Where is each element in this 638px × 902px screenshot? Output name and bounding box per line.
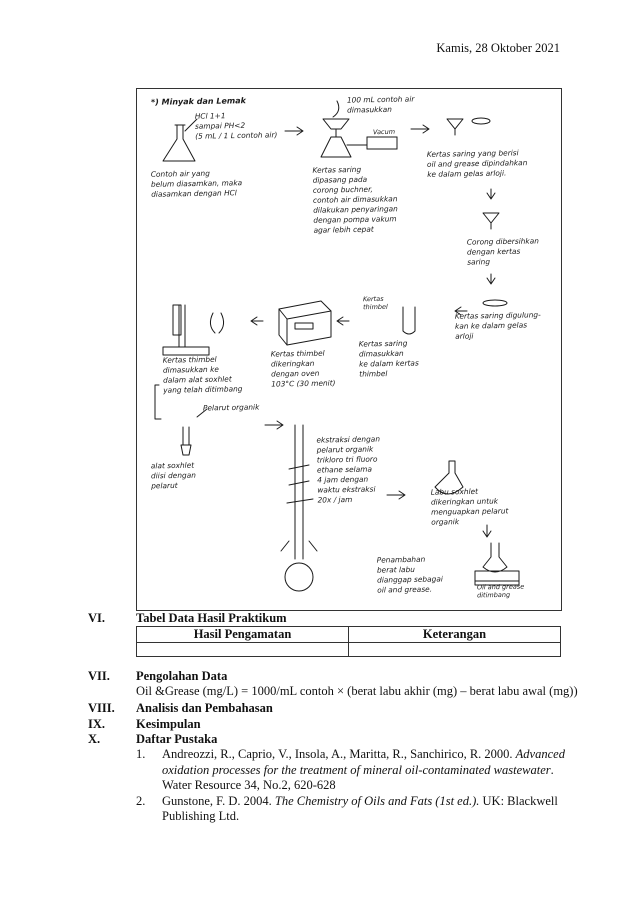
note-dry-flask: Labu soxhlet dikeringkan untuk menguapka…	[430, 486, 509, 527]
note-filter-setup: Kertas saring dipasang pada corong buchn…	[312, 164, 398, 235]
buchner-filtration-drawing	[320, 100, 398, 158]
section-title: Pengolahan Data	[136, 669, 228, 683]
funnel-watchglass-drawing	[446, 117, 491, 136]
table-cell	[348, 642, 561, 657]
arrow-3	[486, 188, 496, 200]
table-header-notes: Keterangan	[348, 626, 561, 643]
note-thimbel-soxhlet: Kertas thimbel dimasukkan ke dalam alat …	[162, 354, 243, 395]
reference-item: 2. Gunstone, F. D. 2004. The Chemistry o…	[136, 794, 566, 825]
extraction-apparatus-drawing	[280, 424, 318, 592]
table-header-row: Hasil Pengamatan Keterangan	[136, 626, 561, 643]
note-100ml: 100 mL contoh air dimasukkan	[346, 94, 415, 115]
table-row	[136, 642, 561, 657]
section-title: Analisis dan Pembahasan	[136, 701, 273, 715]
note-weight-gain: Penambahan berat labu dianggap sebagai o…	[376, 554, 443, 595]
arrow-2	[410, 124, 430, 134]
section-title: Tabel Data Hasil Praktikum	[136, 611, 287, 625]
reference-source: . Water Resource 34, No.2, 620-628	[162, 762, 554, 793]
final-balance-drawing	[474, 542, 520, 586]
section-number: VII.	[88, 669, 110, 683]
section-number: VI.	[88, 611, 106, 625]
note-oven: Kertas thimbel dikeringkan dengan oven 1…	[270, 348, 336, 389]
oil-grease-formula: Oil &Grease (mg/L) = 1000/mL contoh × (b…	[136, 684, 578, 698]
reference-item: 1. Andreozzi, R., Caprio, V., Insola, A.…	[136, 747, 566, 794]
reference-list: 1. Andreozzi, R., Caprio, V., Insola, A.…	[136, 747, 566, 825]
arrow-7	[250, 316, 264, 326]
note-filter-roll: Kertas saring digulung- kan ke dalam gel…	[454, 310, 541, 341]
arrow-8	[264, 420, 284, 430]
note-sample: Contoh air yang belum diasamkan, maka di…	[150, 168, 243, 199]
round-flask-drawing	[434, 460, 464, 495]
note-funnel-clean: Corong dibersihkan dengan kertas saring	[466, 236, 539, 267]
section-number: X.	[88, 732, 101, 746]
page-date: Kamis, 28 Oktober 2021	[436, 41, 560, 55]
reference-number: 1.	[136, 747, 146, 761]
note-filter-move: Kertas saring yang berisi oil and grease…	[426, 148, 528, 179]
arrow-9	[386, 490, 406, 500]
reference-source: UK: Blackwell Publishing Ltd.	[162, 793, 558, 824]
note-solvent: Pelarut organik	[202, 402, 260, 413]
observation-table: Hasil Pengamatan Keterangan	[136, 626, 561, 657]
reference-authors: Andreozzi, R., Caprio, V., Insola, A., M…	[162, 747, 516, 761]
arrow-4	[486, 273, 496, 285]
oven-drawing	[278, 300, 332, 346]
section-title: Daftar Pustaka	[136, 732, 218, 746]
section-number: VIII.	[88, 701, 115, 715]
note-soxhlet-fill: alat soxhlet diisi dengan pelarut	[150, 460, 196, 491]
note-title: *) Minyak dan Lemak	[150, 96, 247, 107]
arrow-6	[336, 316, 350, 326]
soxhlet-balance-drawing	[162, 304, 225, 356]
table-header-observation: Hasil Pengamatan	[136, 626, 349, 643]
note-filter-thimbel: Kertas saring dimasukkan ke dalam kertas…	[358, 338, 419, 379]
arrow-10	[482, 524, 492, 538]
procedure-drawings	[154, 100, 520, 592]
bracket-line	[154, 384, 162, 420]
thimble-drawing	[402, 306, 416, 335]
procedure-figure: *) Minyak dan Lemak HCl 1+1 sampai PH<2 …	[136, 88, 562, 611]
note-extraction: ekstraksi dengan pelarut organik triklоr…	[316, 434, 381, 505]
soxhlet-solvent-drawing	[180, 408, 208, 456]
reference-authors: Gunstone, F. D. 2004.	[162, 793, 275, 808]
erlenmeyer-flask-drawing	[162, 118, 198, 162]
note-vacum: Vacum	[372, 127, 396, 137]
small-funnel-drawing	[482, 212, 500, 230]
reference-number: 2.	[136, 793, 146, 808]
section-number: IX.	[88, 717, 106, 731]
arrow-5	[454, 306, 468, 316]
arrow-1	[284, 126, 304, 136]
table-cell	[136, 642, 349, 657]
note-thimbel-label: Kertas thimbel	[362, 294, 388, 312]
reference-title: The Chemistry of Oils and Fats (1st ed.)…	[274, 793, 480, 808]
note-weigh: Oil and grease ditimbang	[476, 582, 525, 600]
watch-glass-drawing	[482, 299, 508, 307]
note-hcl: HCl 1+1 sampai PH<2 (5 mL / 1 L contoh a…	[194, 111, 278, 141]
section-title: Kesimpulan	[136, 717, 201, 731]
reference-title: Advanced oxidation processes for the tre…	[162, 747, 565, 777]
